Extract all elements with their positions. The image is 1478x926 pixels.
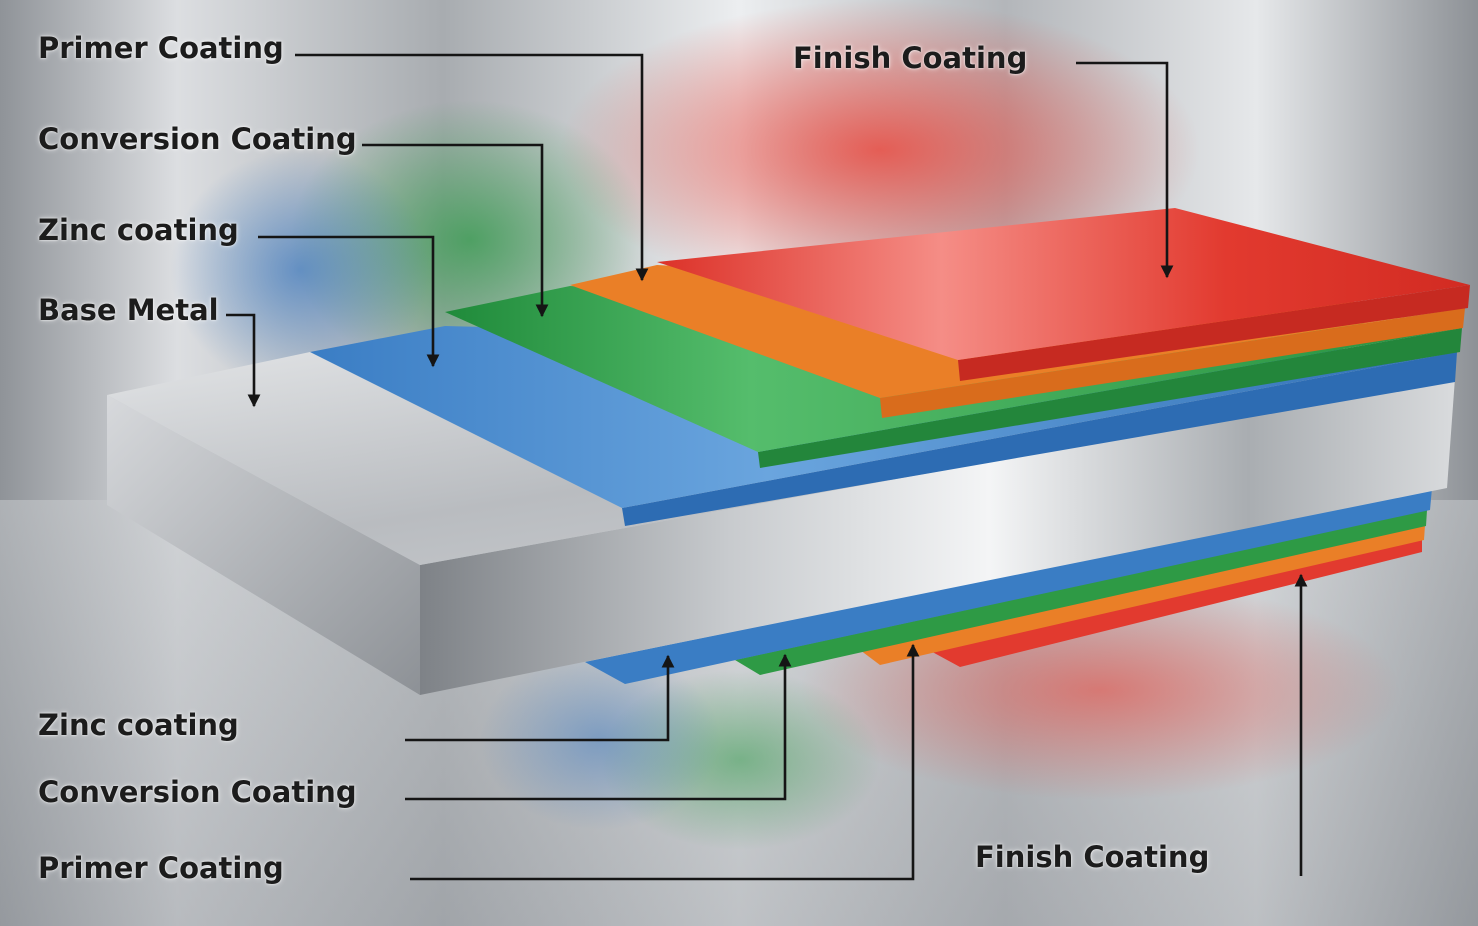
top-finish-leader-arrow <box>1076 61 1174 279</box>
primer-layer-edge <box>880 308 1465 418</box>
bottom-finish-layer <box>925 538 1422 667</box>
label-top-zinc-coating: Zinc coating <box>38 213 239 247</box>
bottom-primer-leader-arrow <box>410 643 920 881</box>
base-metal-front-face <box>420 378 1455 695</box>
bottom-conversion-leader-arrow <box>405 653 792 801</box>
conversion-layer-edge <box>758 328 1462 468</box>
top-primer-leader-arrow <box>295 53 649 282</box>
base-metal-left-face <box>107 395 420 695</box>
blue-reflection <box>170 150 430 390</box>
top-conversion-leader-arrow <box>362 143 549 318</box>
label-bottom-primer-coating: Primer Coating <box>38 851 284 885</box>
label-bottom-zinc-coating: Zinc coating <box>38 708 239 742</box>
label-top-conversion-coating: Conversion Coating <box>38 122 357 156</box>
top-zinc-leader-arrow <box>258 235 440 368</box>
finish-layer-top <box>657 208 1470 360</box>
label-top-primer-coating: Primer Coating <box>38 31 284 65</box>
zinc-layer-edge <box>622 352 1457 526</box>
bottom-zinc-layer <box>585 488 1432 684</box>
label-bottom-conversion-coating: Conversion Coating <box>38 775 357 809</box>
bottom-conversion-layer <box>735 510 1427 675</box>
top-base-leader-arrow <box>226 313 261 408</box>
bottom-zinc-leader-arrow <box>405 654 675 742</box>
label-base-metal: Base Metal <box>38 293 219 327</box>
bottom-primer-layer <box>860 525 1425 665</box>
label-bottom-finish-coating: Finish Coating <box>975 840 1210 874</box>
label-top-finish-coating: Finish Coating <box>793 41 1028 75</box>
finish-layer-edge <box>958 285 1470 381</box>
